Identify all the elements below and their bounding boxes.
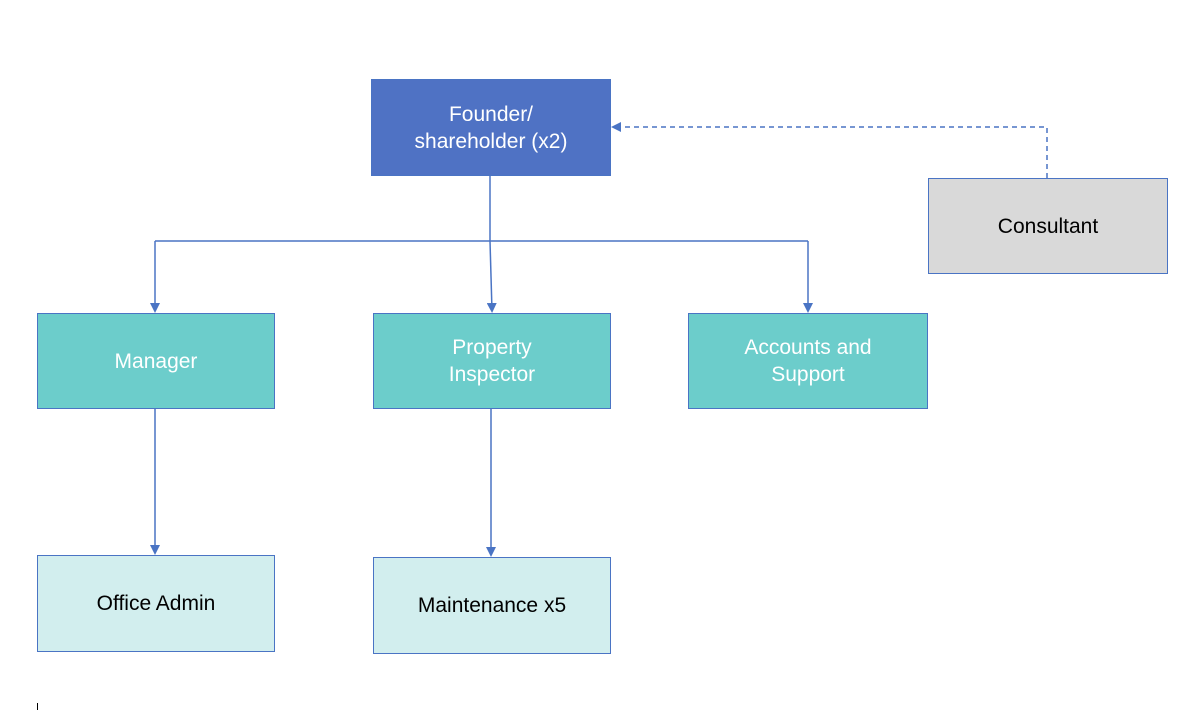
node-founder-label: Founder/ shareholder (x2) — [414, 102, 568, 153]
node-accounts-support-label: Accounts and Support — [744, 336, 872, 386]
node-property-inspector-label: Property Inspector — [448, 336, 536, 386]
node-office-admin-label: Office Admin — [96, 592, 216, 615]
node-accounts-support: Accounts and Support — [688, 313, 928, 409]
edge-consultant-founder — [611, 122, 1048, 178]
edge-tick-mark — [37, 703, 38, 710]
node-manager: Manager — [37, 313, 275, 409]
node-founder: Founder/ shareholder (x2) — [371, 79, 611, 176]
node-maintenance-label: Maintenance x5 — [417, 594, 567, 617]
node-maintenance: Maintenance x5 — [373, 557, 611, 654]
node-consultant: Consultant — [928, 178, 1168, 274]
edge-founder-inspector — [486, 240, 497, 313]
node-office-admin: Office Admin — [37, 555, 275, 652]
node-property-inspector: Property Inspector — [373, 313, 611, 409]
node-manager-label: Manager — [114, 349, 198, 373]
node-consultant-label: Consultant — [997, 214, 1099, 238]
